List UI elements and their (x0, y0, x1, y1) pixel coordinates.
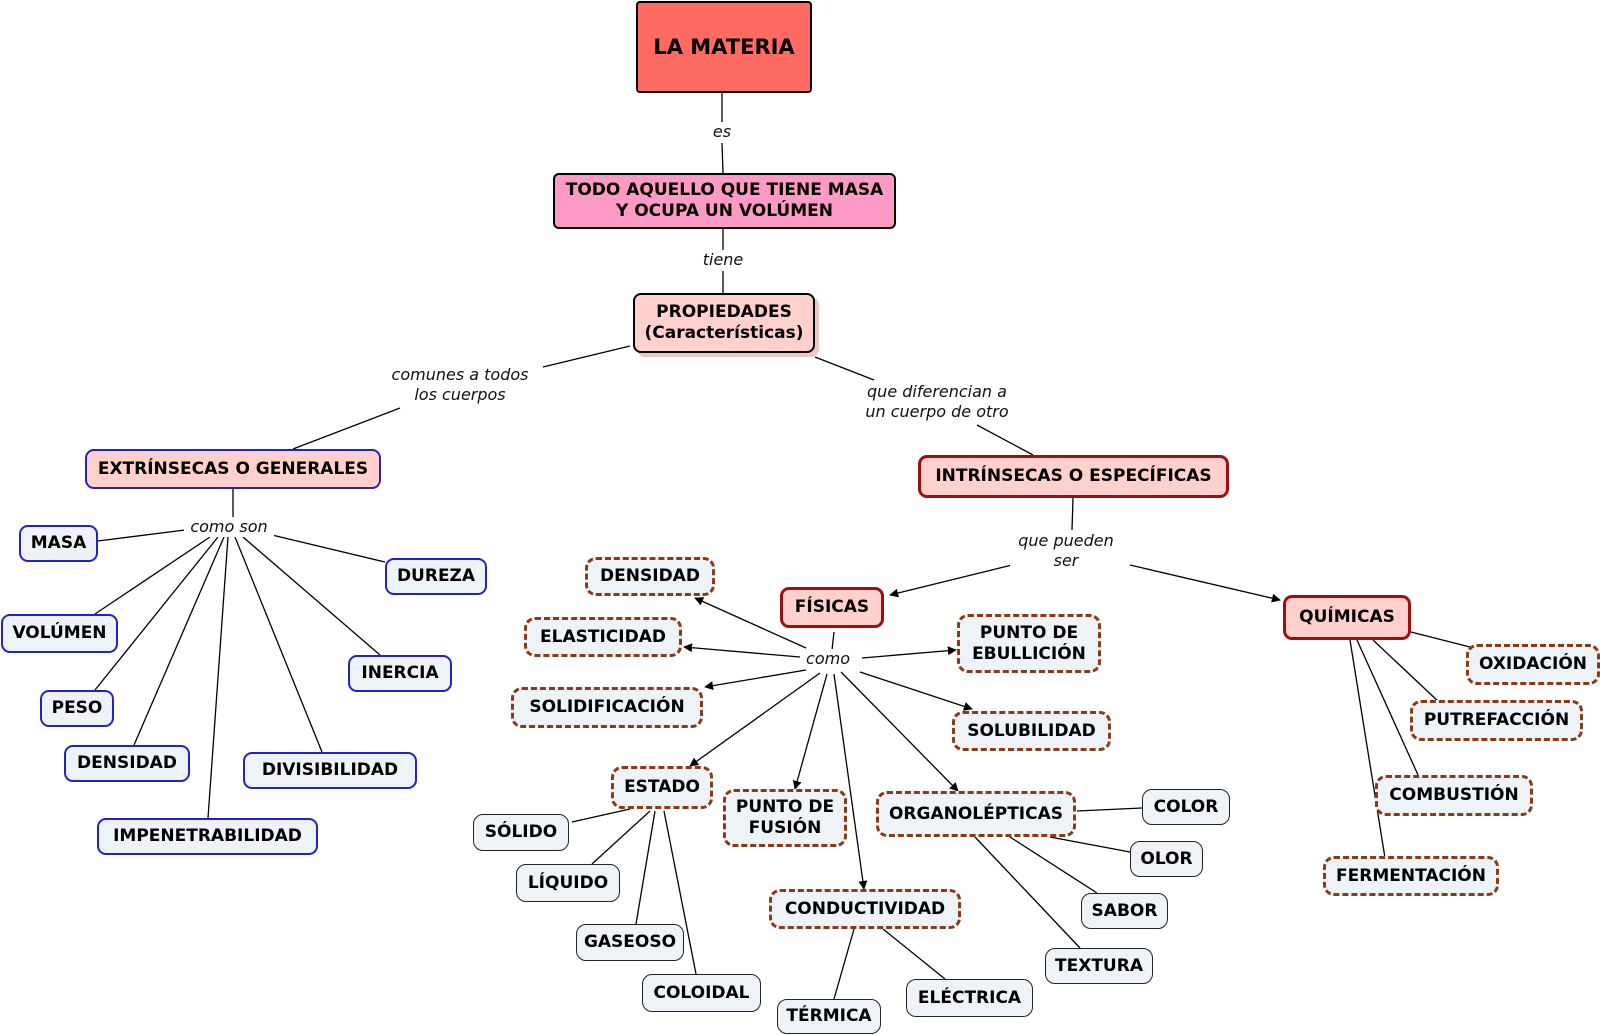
link-label-pueden-ser: que pueden ser (1010, 531, 1122, 571)
node-dureza: DUREZA (385, 558, 487, 595)
node-la-materia: LA MATERIA (636, 1, 812, 93)
node-termica: TÉRMICA (777, 999, 881, 1034)
node-oxidacion: OXIDACIÓN (1466, 644, 1600, 685)
node-electrica: ELÉCTRICA (906, 979, 1033, 1017)
node-divisibilidad: DIVISIBILIDAD (243, 752, 417, 789)
node-combustion: COMBUSTIÓN (1375, 775, 1533, 816)
node-inercia: INERCIA (348, 655, 452, 692)
node-solubilidad: SOLUBILIDAD (952, 711, 1111, 751)
node-punto-ebullicion: PUNTO DE EBULLICIÓN (957, 614, 1101, 673)
node-fermentacion: FERMENTACIÓN (1323, 856, 1499, 896)
node-extrinsecas: EXTRÍNSECAS O GENERALES (85, 449, 381, 489)
node-definicion: TODO AQUELLO QUE TIENE MASA Y OCUPA UN V… (553, 173, 896, 229)
node-intrinsecas: INTRÍNSECAS O ESPECÍFICAS (918, 455, 1229, 498)
node-solidificacion: SOLIDIFICACIÓN (511, 687, 703, 728)
link-label-como-son: como son (184, 517, 274, 537)
node-fisicas: FÍSICAS (780, 587, 884, 628)
node-peso: PESO (40, 690, 114, 727)
node-volumen: VOLÚMEN (1, 614, 118, 653)
node-impenetrabilidad: IMPENETRABILIDAD (97, 818, 318, 855)
node-masa: MASA (19, 525, 98, 562)
link-label-diferencian: que diferencian a un cuerpo de otro (852, 382, 1022, 422)
node-organolepticas: ORGANOLÉPTICAS (876, 791, 1076, 837)
node-gaseoso: GASEOSO (576, 924, 684, 961)
node-densidad-int: DENSIDAD (585, 557, 715, 596)
node-estado: ESTADO (611, 766, 713, 809)
node-coloidal: COLOIDAL (642, 974, 761, 1012)
node-solido: SÓLIDO (473, 814, 569, 851)
node-conductividad: CONDUCTIVIDAD (769, 889, 961, 929)
node-olor: OLOR (1130, 841, 1203, 877)
node-propiedades: PROPIEDADES (Características) (633, 293, 815, 353)
node-color: COLOR (1142, 789, 1230, 825)
link-label-tiene: tiene (697, 250, 749, 270)
node-densidad-ext: DENSIDAD (64, 745, 190, 782)
node-liquido: LÍQUIDO (516, 864, 620, 902)
node-punto-fusion: PUNTO DE FUSIÓN (723, 789, 847, 847)
link-label-comunes: comunes a todos los cuerpos (385, 365, 535, 405)
node-putrefaccion: PUTREFACCIÓN (1410, 700, 1583, 741)
node-elasticidad: ELASTICIDAD (524, 617, 682, 657)
link-label-como: como (801, 649, 855, 669)
link-label-es: es (706, 122, 738, 142)
node-quimicas: QUÍMICAS (1283, 595, 1411, 640)
node-textura: TEXTURA (1045, 948, 1153, 984)
node-sabor: SABOR (1081, 893, 1168, 929)
